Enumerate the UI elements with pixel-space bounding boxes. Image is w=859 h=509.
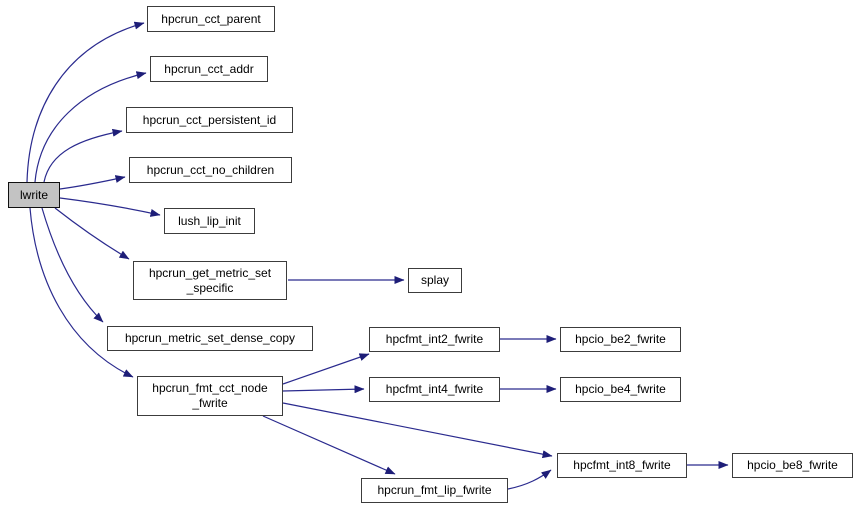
node-label: _specific (186, 280, 234, 295)
node-hpcrun-fmt-lip-fwrite[interactable]: hpcrun_fmt_lip_fwrite (361, 478, 508, 503)
node-hpcrun-cct-persistent-id[interactable]: hpcrun_cct_persistent_id (126, 107, 293, 133)
node-label: hpcrun_fmt_cct_node (152, 381, 268, 395)
node-label: hpcio_be4_fwrite (575, 382, 666, 396)
edge-lwrite-to-hpcrun-cct-persistent-id (43, 128, 123, 183)
node-label: lush_lip_init (178, 213, 241, 228)
node-hpcio-be8-fwrite[interactable]: hpcio_be8_fwrite (732, 453, 853, 478)
node-hpcrun-cct-addr[interactable]: hpcrun_cct_addr (150, 56, 268, 82)
node-label: hpcfmt_int8_fwrite (573, 458, 671, 472)
node-hpcio-be2-fwrite[interactable]: hpcio_be2_fwrite (560, 327, 681, 352)
edge-hpcrun-fmt-lip-fwrite-to-hpcfmt-int8-fwrite (507, 469, 552, 490)
node-hpcrun-cct-parent[interactable]: hpcrun_cct_parent (147, 6, 275, 32)
edge-lwrite-to-hpcrun-cct-parent (26, 21, 145, 183)
node-label: hpcfmt_int4_fwrite (385, 382, 484, 396)
node-label: hpcfmt_int2_fwrite (385, 332, 484, 346)
node-label: hpcrun_get_metric_set (148, 265, 272, 280)
node-lush-lip-init[interactable]: lush_lip_init (164, 208, 255, 234)
node-label: _fwrite (192, 396, 228, 410)
edge-hpcrun-fmt-cct-node-fwrite-to-hpcfmt-int2-fwrite (282, 353, 370, 385)
node-splay[interactable]: splay (408, 268, 462, 293)
edge-lwrite-to-hpcrun-cct-no-children (59, 175, 126, 190)
node-hpcrun-get-metric-set-specific[interactable]: hpcrun_get_metric_set _specific (133, 261, 287, 300)
node-hpcrun-fmt-cct-node-fwrite[interactable]: hpcrun_fmt_cct_node _fwrite (137, 376, 283, 416)
edge-lwrite-to-hpcrun-metric-set-dense-copy (41, 207, 104, 323)
node-label: hpcrun_cct_persistent_id (142, 112, 277, 127)
node-hpcfmt-int4-fwrite[interactable]: hpcfmt_int4_fwrite (369, 377, 500, 402)
node-label: hpcrun_cct_no_children (146, 162, 275, 177)
node-hpcio-be4-fwrite[interactable]: hpcio_be4_fwrite (560, 377, 681, 402)
node-label: hpcrun_fmt_lip_fwrite (377, 483, 492, 497)
node-label: lwrite (19, 187, 48, 202)
edge-hpcrun-fmt-cct-node-fwrite-to-hpcfmt-int4-fwrite (282, 385, 365, 394)
node-hpcrun-metric-set-dense-copy[interactable]: hpcrun_metric_set_dense_copy (107, 326, 313, 351)
node-label: hpcrun_cct_addr (164, 61, 254, 76)
node-hpcfmt-int2-fwrite[interactable]: hpcfmt_int2_fwrite (369, 327, 500, 352)
node-label: hpcio_be2_fwrite (575, 332, 666, 346)
edge-lwrite-to-lush-lip-init (59, 197, 161, 217)
edge-hpcrun-fmt-cct-node-fwrite-to-hpcfmt-int8-fwrite (282, 402, 553, 459)
edge-lwrite-to-hpcrun-fmt-cct-node-fwrite (29, 207, 134, 378)
node-hpcrun-cct-no-children[interactable]: hpcrun_cct_no_children (129, 157, 292, 183)
node-hpcfmt-int8-fwrite[interactable]: hpcfmt_int8_fwrite (557, 453, 687, 478)
node-label: hpcrun_cct_parent (161, 11, 261, 26)
node-label: hpcio_be8_fwrite (747, 458, 838, 472)
edge-hpcrun-fmt-cct-node-fwrite-to-hpcrun-fmt-lip-fwrite (262, 415, 396, 475)
node-label: hpcrun_metric_set_dense_copy (124, 331, 296, 345)
edge-lwrite-to-hpcrun-get-metric-set-specific (54, 207, 130, 260)
node-label: splay (420, 273, 449, 287)
edge-lwrite-to-hpcrun-cct-addr (34, 71, 147, 183)
node-lwrite[interactable]: lwrite (8, 182, 60, 208)
